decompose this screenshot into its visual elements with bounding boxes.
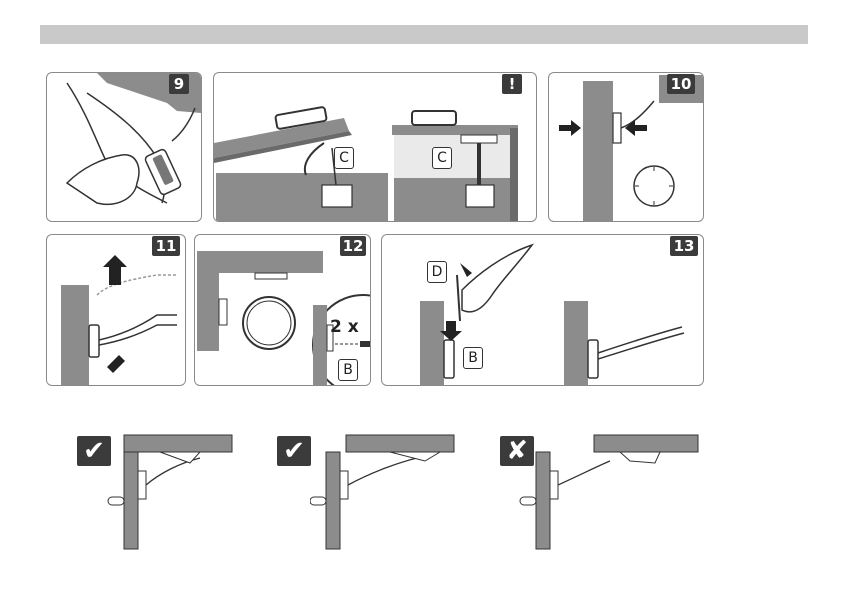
step-number-9: 9 — [169, 74, 189, 94]
label-d: D — [427, 261, 447, 283]
label-b-detail: B — [338, 359, 358, 381]
screw-count: 2 x — [330, 317, 359, 337]
label-c-right: C — [432, 147, 452, 169]
warning-badge: ! — [502, 74, 522, 94]
hand-pulling-cable-illustration — [47, 73, 201, 221]
step-number-11: 11 — [152, 236, 180, 256]
label-c-left: C — [334, 147, 354, 169]
step-11-panel: 11 — [46, 234, 186, 386]
step-13-panel: 13 D B — [381, 234, 704, 386]
drawer-lid-illustration — [214, 73, 536, 221]
correct-install-2 — [310, 433, 460, 553]
warning-panel: ! C C — [213, 72, 537, 222]
wall-mount-press-illustration — [549, 73, 703, 221]
correct-mark-2: ✔ — [277, 436, 311, 466]
correct-install-1 — [100, 433, 250, 553]
step-number-13: 13 — [670, 236, 698, 256]
clip-release-illustration — [382, 235, 703, 385]
header-bar — [40, 25, 808, 44]
step-number-12: 12 — [340, 236, 366, 256]
step-10-panel: 10 — [548, 72, 704, 222]
step-number-10: 10 — [667, 74, 695, 94]
label-b-clip: B — [463, 347, 483, 369]
step-12-panel: 12 2 x B — [194, 234, 371, 386]
incorrect-install — [510, 433, 700, 553]
step-9-panel: 9 — [46, 72, 202, 222]
cable-pull-up-illustration — [47, 235, 185, 385]
